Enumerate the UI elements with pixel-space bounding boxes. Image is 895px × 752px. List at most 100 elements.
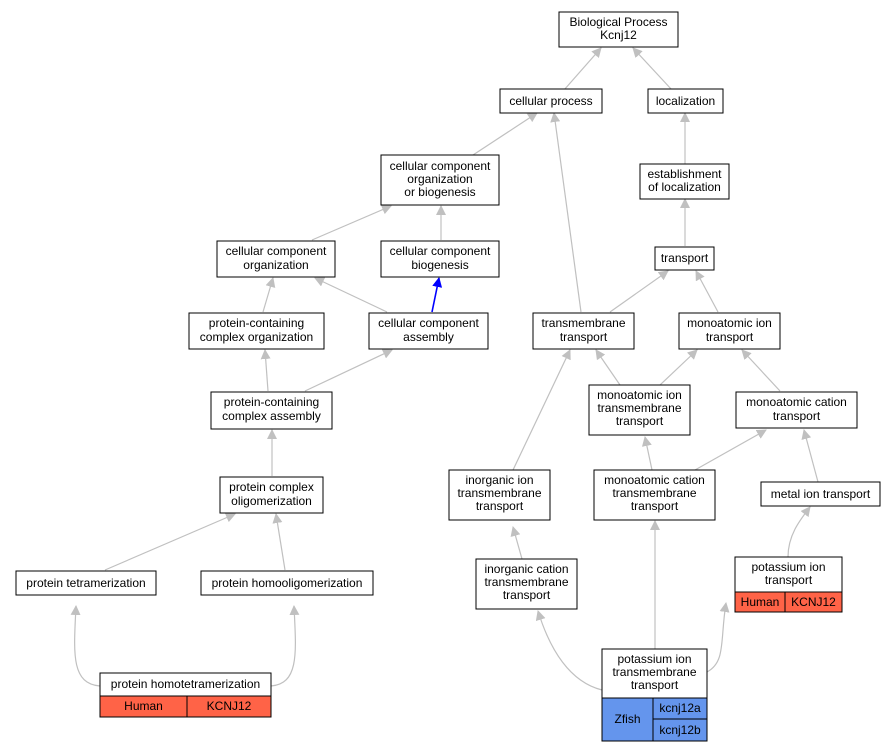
node-potassium-ion-gene: KCNJ12 — [791, 595, 836, 609]
node-homooligo-label: protein homooligomerization — [212, 576, 363, 590]
node-homotetramer-species: Human — [124, 699, 163, 713]
node-cellular-process[interactable]: cellular process — [499, 88, 603, 114]
node-pc-oligo-line-2: oligomerization — [231, 494, 312, 508]
edge-mono-cation-tm-to-mono-ion-tm — [641, 436, 653, 471]
node-pc-oligo-line-1: protein complex — [229, 480, 314, 494]
node-pc-assembly-line-2: complex assembly — [222, 409, 321, 423]
node-homotetramer-gene: KCNJ12 — [207, 699, 252, 713]
node-cc-biogenesis[interactable]: cellular component biogenesis — [380, 240, 500, 278]
node-mono-cation-tm-line-1: monoatomic cation — [604, 473, 705, 487]
node-pc-organization[interactable]: protein-containing complex organization — [188, 312, 325, 350]
edge-pc-organization-to-cc-organization — [262, 277, 276, 313]
node-inorg-ion-tm-line-1: inorganic ion — [465, 473, 533, 487]
node-pc-assembly-line-1: protein-containing — [224, 395, 319, 409]
node-cc-organization-line-1: cellular component — [226, 244, 327, 258]
node-tm-transport-line-2: transport — [560, 330, 608, 344]
node-establishment-line-2: of localization — [648, 180, 721, 194]
node-pc-organization-line-2: complex organization — [200, 330, 313, 344]
node-mono-ion-tm-line-3: transport — [616, 414, 664, 428]
node-homooligo[interactable]: protein homooligomerization — [200, 570, 374, 596]
node-ccob-line-3: or biogenesis — [404, 185, 475, 199]
node-cc-assembly-line-2: assembly — [403, 330, 454, 344]
node-root-line-2: Kcnj12 — [600, 28, 637, 42]
node-mono-ion-tm[interactable]: monoatomic ion transmembrane transport — [588, 384, 691, 436]
edge-pc-assembly-to-pc-organization — [260, 349, 271, 392]
node-potassium-ion[interactable]: potassium ion transport Human KCNJ12 — [734, 556, 843, 613]
edge-homotetramer-to-tetramer — [70, 605, 101, 687]
edge-mono-cation-transport-to-mono-ion-transport — [741, 349, 781, 392]
node-pc-organization-line-1: protein-containing — [209, 316, 304, 330]
edge-homooligo-to-pc-oligo — [272, 513, 286, 571]
node-ccob[interactable]: cellular component organization or bioge… — [380, 154, 500, 206]
node-homotetramer-label: protein homotetramerization — [111, 677, 260, 691]
node-potassium-tm[interactable]: potassium ion transmembrane transport Zf… — [601, 648, 708, 742]
node-mono-cation-tm[interactable]: monoatomic cation transmembrane transpor… — [593, 469, 716, 521]
node-potassium-tm-gene-2: kcnj12b — [659, 723, 701, 737]
node-localization-label: localization — [656, 94, 715, 108]
node-metal-ion[interactable]: metal ion transport — [760, 481, 881, 507]
node-tetramer-label: protein tetramerization — [26, 576, 145, 590]
edges — [70, 47, 819, 691]
edge-homotetramer-to-homooligo — [270, 605, 300, 687]
edge-tm-transport-to-cellular-process — [550, 112, 582, 313]
node-inorg-ion-tm-line-2: transmembrane — [457, 486, 541, 500]
node-mono-ion-transport[interactable]: monoatomic ion transport — [678, 312, 781, 350]
node-cc-biogenesis-line-1: cellular component — [390, 244, 491, 258]
edge-cc-organization-to-ccob — [311, 204, 392, 241]
node-mono-ion-transport-line-1: monoatomic ion — [687, 316, 772, 330]
node-potassium-tm-line-3: transport — [631, 678, 679, 692]
node-potassium-tm-gene-1: kcnj12a — [659, 701, 701, 715]
node-cellular-process-label: cellular process — [509, 94, 592, 108]
node-root[interactable]: Biological Process Kcnj12 — [558, 11, 679, 48]
node-homotetramer[interactable]: protein homotetramerization Human KCNJ12 — [99, 672, 272, 718]
node-tetramer[interactable]: protein tetramerization — [15, 570, 157, 596]
node-mono-cation-tm-line-2: transmembrane — [612, 486, 696, 500]
node-cc-assembly-line-1: cellular component — [378, 316, 479, 330]
node-mono-cation-transport[interactable]: monoatomic cation transport — [735, 391, 858, 429]
node-potassium-tm-line-2: transmembrane — [612, 665, 696, 679]
edge-mono-ion-tm-to-tm-transport — [595, 349, 621, 386]
node-pc-oligo[interactable]: protein complex oligomerization — [219, 476, 324, 514]
node-root-line-1: Biological Process — [569, 15, 667, 29]
node-mono-cation-transport-line-1: monoatomic cation — [746, 395, 847, 409]
node-tm-transport-line-1: transmembrane — [541, 316, 625, 330]
edge-metal-ion-to-mono-cation-transport — [801, 429, 819, 483]
edge-potassium-tm-to-potassium-ion — [706, 602, 730, 673]
edge-tm-transport-to-transport — [609, 270, 669, 313]
node-establishment-line-1: establishment — [647, 167, 722, 181]
node-localization[interactable]: localization — [647, 88, 724, 114]
node-potassium-ion-species: Human — [741, 595, 780, 609]
node-cc-organization-line-2: organization — [243, 258, 308, 272]
node-inorg-cation-tm-line-3: transport — [503, 588, 551, 602]
node-potassium-tm-line-1: potassium ion — [617, 652, 691, 666]
node-cc-organization[interactable]: cellular component organization — [216, 240, 336, 278]
node-ccob-line-1: cellular component — [390, 159, 491, 173]
edge-cellular-process-to-root — [563, 47, 602, 91]
node-mono-ion-tm-line-2: transmembrane — [597, 401, 681, 415]
node-cc-biogenesis-line-2: biogenesis — [411, 258, 468, 272]
edge-cc-assembly-to-cc-biogenesis — [431, 277, 443, 313]
node-inorg-ion-tm[interactable]: inorganic ion transmembrane transport — [448, 469, 551, 521]
node-transport[interactable]: transport — [654, 246, 715, 271]
edge-mono-cation-tm-to-mono-cation-transport — [694, 429, 767, 471]
node-establishment[interactable]: establishment of localization — [639, 163, 730, 200]
node-tm-transport[interactable]: transmembrane transport — [532, 312, 635, 350]
edge-cc-assembly-to-cc-organization — [314, 277, 388, 313]
edge-potassium-ion-to-metal-ion — [787, 506, 811, 558]
node-potassium-ion-line-1: potassium ion — [751, 560, 825, 574]
edge-mono-ion-tm-to-mono-ion-transport — [659, 349, 698, 386]
node-cc-assembly[interactable]: cellular component assembly — [368, 312, 489, 350]
edge-tetramer-to-pc-oligo — [104, 512, 236, 571]
node-inorg-ion-tm-line-3: transport — [476, 499, 524, 513]
node-inorg-cation-tm-line-1: inorganic cation — [484, 562, 568, 576]
node-mono-ion-tm-line-1: monoatomic ion — [597, 388, 682, 402]
node-mono-ion-transport-line-2: transport — [706, 330, 754, 344]
edge-localization-to-root — [632, 47, 673, 91]
node-ccob-line-2: organization — [407, 172, 472, 186]
edge-inorg-ion-tm-to-tm-transport — [512, 349, 571, 471]
node-pc-assembly[interactable]: protein-containing complex assembly — [210, 391, 333, 430]
node-inorg-cation-tm-line-2: transmembrane — [484, 575, 568, 589]
node-inorg-cation-tm[interactable]: inorganic cation transmembrane transport — [475, 558, 578, 610]
edge-pc-assembly-to-cc-assembly — [304, 349, 393, 392]
